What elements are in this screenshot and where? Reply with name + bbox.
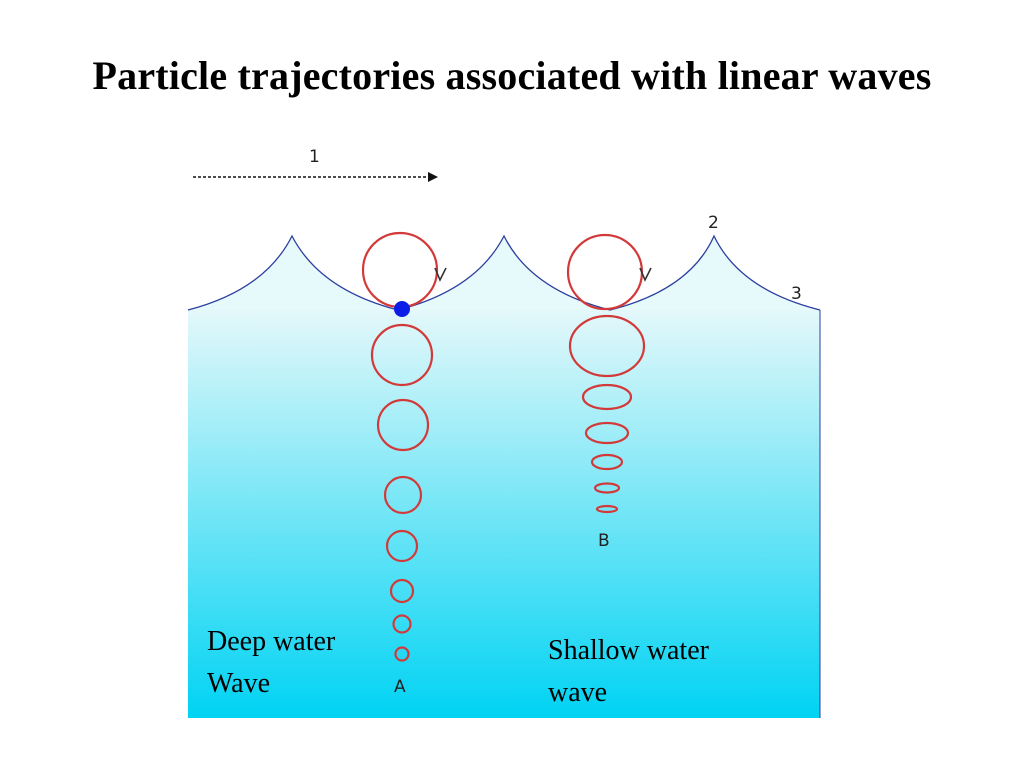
arrow-label: 1	[309, 147, 320, 167]
surface-label: 3	[791, 284, 802, 304]
water-troughs	[188, 236, 820, 310]
shallow-water-orbits	[566, 233, 646, 514]
deep-orbit	[370, 323, 434, 387]
deep-water-orbits	[361, 231, 439, 662]
water-body	[188, 310, 820, 718]
water-particle	[394, 301, 410, 317]
deep-caption-line1: Deep water	[207, 626, 336, 657]
shallow-water-caption: Shallow water wave	[548, 630, 709, 714]
shallow-caption-line1: Shallow water	[548, 635, 709, 666]
deep-column-label: A	[394, 677, 406, 697]
shallow-column-label: B	[598, 531, 610, 551]
deep-orbit-direction-icon	[434, 267, 447, 282]
crest-label: 2	[708, 213, 719, 233]
deep-orbit	[389, 578, 415, 604]
shallow-orbit	[568, 314, 646, 378]
shallow-orbit	[584, 421, 630, 445]
shallow-orbit	[593, 482, 621, 494]
deep-orbit	[383, 475, 423, 515]
deep-orbit-surface	[361, 231, 439, 309]
deep-orbit	[392, 614, 412, 634]
deep-caption-line2: Wave	[207, 668, 271, 699]
deep-orbit	[385, 529, 419, 563]
shallow-orbit-surface	[566, 233, 644, 311]
shallow-caption-line2: wave	[548, 677, 608, 708]
deep-orbit	[376, 398, 430, 452]
water-surface-line	[187, 234, 821, 311]
shallow-orbit	[581, 383, 633, 411]
deep-orbit	[394, 646, 410, 662]
shallow-orbit	[595, 504, 619, 514]
shallow-orbit-direction-icon	[639, 267, 652, 282]
slide-title: Particle trajectories associated with li…	[92, 53, 932, 98]
deep-water-caption: Deep water Wave	[207, 621, 335, 705]
shallow-orbit	[590, 453, 624, 471]
